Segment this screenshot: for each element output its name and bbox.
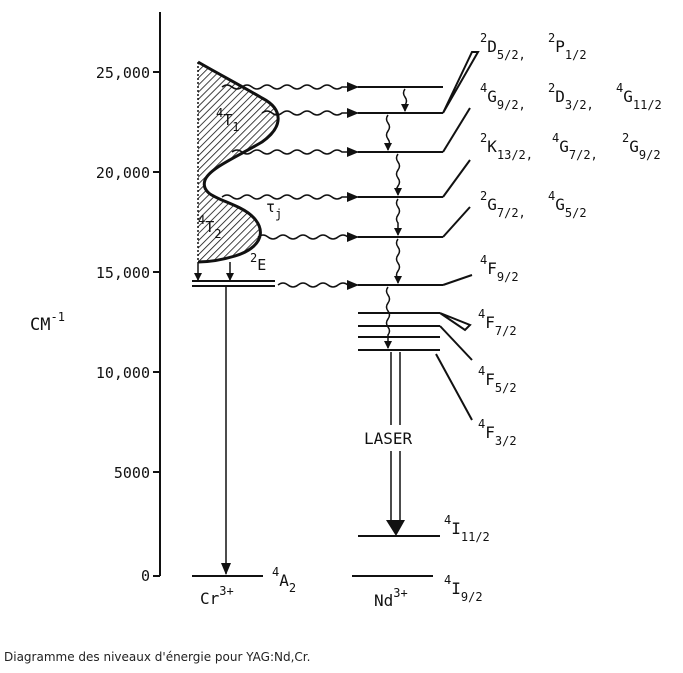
leader-line-3	[442, 159, 471, 198]
tick-label-25000: 25,000	[96, 64, 150, 82]
laser-arrowhead	[386, 520, 405, 536]
nd-term-label-3-0: 2G7/2,	[480, 189, 526, 220]
term-leader-lines	[435, 51, 480, 421]
axis-unit-label: CM-1	[30, 310, 65, 335]
tick-label-5000: 5000	[114, 464, 150, 482]
cr-term-2e: 2E	[250, 251, 266, 274]
cascade-arrow-6	[384, 286, 392, 349]
nd-term-label-2-0: 2K13/2,	[480, 131, 533, 162]
tick-label-10000: 10,000	[96, 364, 150, 382]
leader-line-8	[435, 353, 473, 421]
cascade-arrow-3	[394, 153, 402, 196]
cr-absorption-bands: 4T1 4T2 τj 2E	[197, 60, 282, 274]
leader-line-5	[442, 274, 473, 286]
cr-band-outline	[197, 60, 280, 264]
cascade-arrow-1	[401, 88, 409, 112]
tick-label-20000: 20,000	[96, 164, 150, 182]
cr-ground-term-label: 4A2	[272, 565, 296, 595]
nd-term-label-1-2: 4G11/2	[616, 81, 662, 112]
laser-label: LASER	[364, 429, 413, 448]
nd-term-label-0-0: 2D5/2,	[480, 31, 526, 62]
laser-transition: LASER	[364, 352, 413, 536]
cr-ion-label: Cr3+	[200, 584, 234, 608]
nd-term-labels: 2D5/2, 2P1/2 4G9/2, 2D3/2, 4G11/2 2K13/2, 4G7/…	[444, 31, 662, 604]
cr-decay-arrows	[194, 262, 234, 575]
nd-levels	[352, 86, 443, 577]
transfer-arrow-3	[231, 147, 359, 157]
cr-term-4t2: 4T2	[198, 213, 222, 241]
nd-term-label-1-1: 2D3/2,	[548, 81, 594, 112]
leader-line-6	[439, 312, 472, 332]
leader-line-7	[439, 325, 473, 361]
nd-term-label-8-0: 4I11/2	[444, 513, 490, 544]
energy-level-diagram: 25,000 20,000 15,000 10,000 5000 0 CM-1 …	[30, 12, 662, 610]
nd-term-label-5-0: 4F7/2	[478, 307, 517, 338]
nd-term-label-2-1: 4G7/2,	[552, 131, 598, 162]
cascade-arrow-2	[384, 114, 392, 151]
cr-term-4t1: 4T1	[216, 106, 240, 134]
transfer-arrow-1	[221, 82, 359, 92]
transfer-arrow-6	[277, 280, 359, 290]
nd-term-label-6-0: 4F5/2	[478, 364, 517, 395]
nd-term-label-4-0: 4F9/2	[480, 253, 519, 284]
energy-transfer-arrows	[221, 82, 359, 290]
leader-line-1	[442, 51, 480, 114]
leader-line-4	[442, 206, 471, 238]
leader-line-2	[442, 107, 471, 153]
nd-term-label-2-2: 2G9/2	[622, 131, 661, 162]
nd-cascade-arrows	[384, 88, 409, 349]
cr-tau-label: τj	[266, 198, 282, 221]
cr-levels	[192, 280, 275, 577]
nd-term-label-3-1: 4G5/2	[548, 189, 587, 220]
cascade-arrow-4	[394, 198, 402, 236]
tick-label-15000: 15,000	[96, 264, 150, 282]
axis-ticks	[153, 71, 160, 577]
nd-term-label-9-0: 4I9/2	[444, 573, 483, 604]
nd-term-label-7-0: 4F3/2	[478, 417, 517, 448]
nd-ion-label: Nd3+	[374, 586, 408, 610]
transfer-arrow-4	[221, 192, 359, 202]
energy-axis: 25,000 20,000 15,000 10,000 5000 0 CM-1	[30, 12, 161, 585]
transfer-arrow-5	[257, 232, 359, 242]
nd-term-label-0-1: 2P1/2	[548, 31, 587, 62]
tick-label-0: 0	[141, 567, 150, 585]
nd-term-label-1-0: 4G9/2,	[480, 81, 526, 112]
cr-band-hatched	[198, 62, 279, 262]
figure-caption: Diagramme des niveaux d'énergie pour YAG…	[4, 650, 311, 664]
cascade-arrow-5	[394, 238, 402, 284]
transfer-arrow-2	[261, 108, 359, 118]
